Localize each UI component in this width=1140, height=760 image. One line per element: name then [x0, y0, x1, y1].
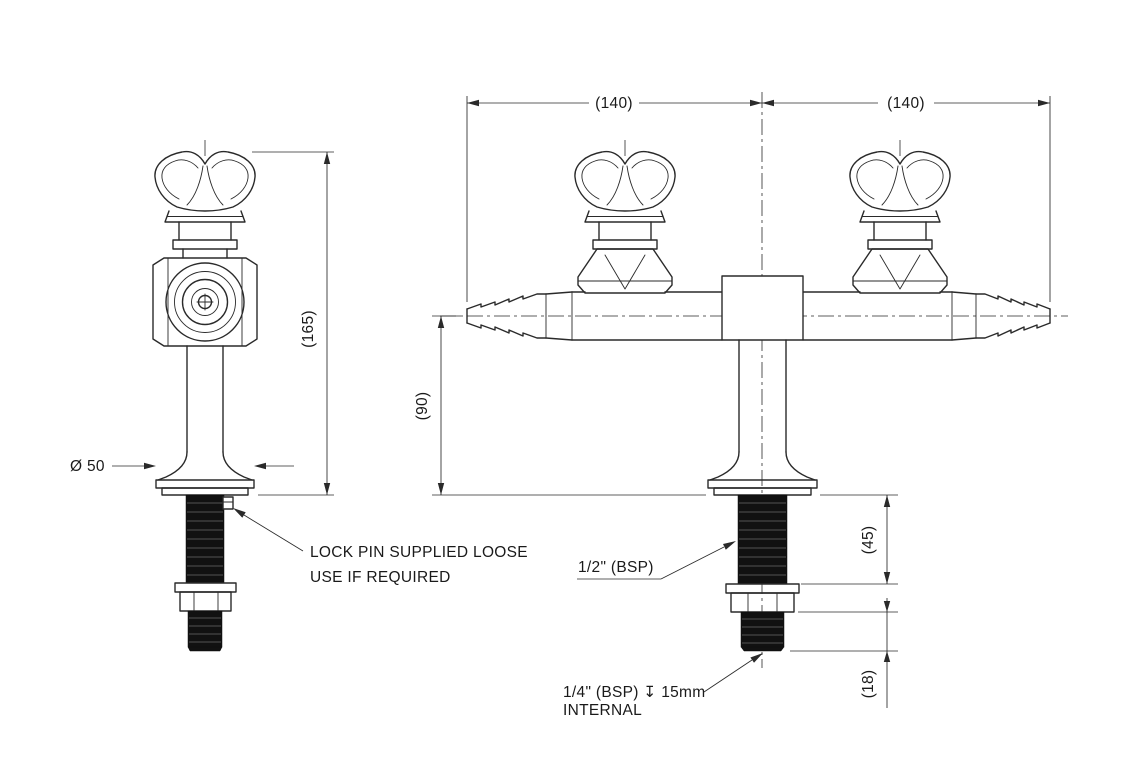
dim-90: (90)	[414, 392, 431, 421]
side-handle	[154, 150, 256, 259]
dim-18: (18)	[860, 670, 877, 699]
outlet-barrel	[466, 275, 1051, 341]
backnut	[730, 592, 795, 613]
washer	[725, 583, 800, 594]
dim-140-right: (140)	[887, 95, 925, 112]
lower-thread-texture	[742, 618, 783, 644]
lock-pin-note-line2: USE IF REQUIRED	[310, 569, 451, 586]
side-mounting-shank	[155, 345, 255, 652]
side-view	[152, 150, 258, 652]
annotations: LOCK PIN SUPPLIED LOOSE USE IF REQUIRED …	[233, 508, 763, 719]
front-mounting-shank	[707, 339, 818, 652]
lower-thread-spec-line2: INTERNAL	[563, 702, 642, 719]
dim-dia-50: Ø 50	[70, 458, 105, 475]
upper-thread-texture	[739, 502, 786, 576]
dim-overall-height: (165)	[252, 151, 334, 496]
central-block	[721, 275, 804, 341]
lock-pin	[222, 496, 234, 510]
lock-pin-note: LOCK PIN SUPPLIED LOOSE USE IF REQUIRED	[233, 508, 528, 586]
lock-pin-note-line1: LOCK PIN SUPPLIED LOOSE	[310, 544, 528, 561]
flange-disc	[155, 479, 255, 489]
dim-lower-thread: (18)	[790, 598, 898, 708]
dimensions: (140) (140) (165) (90)	[70, 95, 1051, 708]
front-view	[466, 150, 1051, 652]
dim-140-left: (140)	[595, 95, 633, 112]
upper-thread-side-texture	[187, 502, 223, 576]
lower-thread-note: 1/4" (BSP) ↧ 15mm INTERNAL	[563, 653, 763, 719]
washer-side	[174, 582, 237, 593]
upper-thread-spec: 1/2" (BSP)	[578, 559, 654, 576]
dim-flange-diameter: Ø 50	[70, 458, 294, 475]
valve-body	[152, 257, 258, 347]
lower-thread-side	[187, 610, 223, 648]
upper-thread	[737, 494, 788, 585]
dim-upper-thread: (45)	[801, 494, 898, 585]
lower-thread	[740, 611, 785, 648]
lower-thread-side-texture	[189, 617, 221, 643]
dim-165: (165)	[300, 310, 317, 348]
upper-thread-note: 1/2" (BSP)	[577, 541, 736, 580]
front-right-handle	[849, 150, 951, 294]
lower-thread-spec: 1/4" (BSP) ↧ 15mm	[563, 684, 705, 701]
dim-span: (140) (140)	[466, 95, 1051, 302]
dim-45: (45)	[860, 526, 877, 555]
backnut-side	[179, 591, 232, 612]
front-left-handle	[574, 150, 676, 294]
dim-outlet-height: (90)	[414, 315, 706, 496]
